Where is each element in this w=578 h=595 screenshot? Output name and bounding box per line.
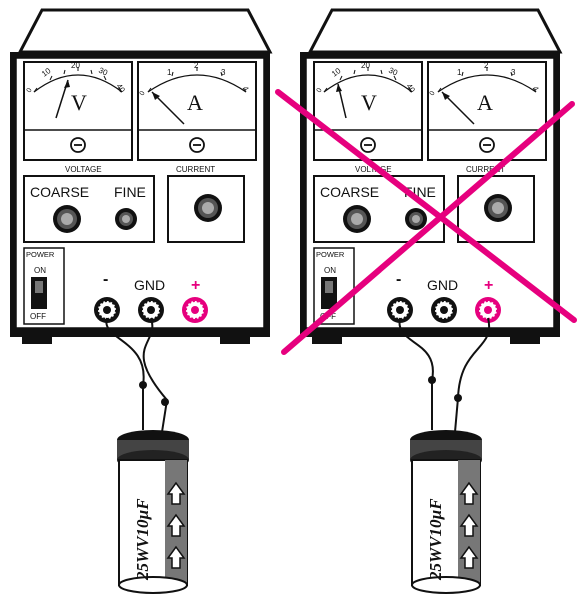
- minus-circle-icon[interactable]: [190, 138, 204, 152]
- on-label: ON: [324, 266, 336, 275]
- positive-terminal[interactable]: [182, 297, 208, 323]
- coarse-label: COARSE: [30, 184, 89, 200]
- fine-label: FINE: [114, 184, 146, 200]
- power-supply-incorrect: 0 10 20 30 40 V 0: [278, 10, 574, 593]
- ammeter-tick-label: 1: [167, 68, 172, 77]
- capacitor: 25WV10µF: [410, 430, 482, 593]
- positive-terminal-label: +: [484, 277, 493, 294]
- voltmeter-unit: V: [361, 90, 377, 115]
- ammeter-tick-label: 3: [511, 68, 516, 77]
- capacitor: 25WV10µF: [117, 430, 189, 593]
- voltmeter: 0 10 20 30 40 V: [24, 61, 132, 160]
- power-label: POWER: [316, 250, 345, 259]
- voltmeter-tick-label: 20: [361, 61, 370, 70]
- foot-left: [312, 337, 342, 344]
- voltmeter-unit: V: [71, 90, 87, 115]
- negative-terminal-label: -: [396, 271, 401, 288]
- ammeter-tick-label: 3: [221, 68, 226, 77]
- voltage-label: VOLTAGE: [65, 165, 102, 174]
- cabinet-top: [310, 10, 560, 52]
- minus-circle-icon[interactable]: [480, 138, 494, 152]
- power-supply-correct: 0 10 20 30 40 V 0: [10, 10, 270, 593]
- power-label: POWER: [26, 250, 55, 259]
- capacitor-label: 25WV10µF: [133, 498, 152, 581]
- ammeter-unit: A: [187, 90, 203, 115]
- minus-circle-icon[interactable]: [361, 138, 375, 152]
- positive-terminal-label: +: [191, 277, 200, 294]
- gnd-terminal-label: GND: [134, 277, 165, 293]
- off-label: OFF: [30, 312, 46, 321]
- negative-terminal-label: -: [103, 271, 108, 288]
- on-label: ON: [34, 266, 46, 275]
- foot-left: [22, 337, 52, 344]
- fine-knob[interactable]: [405, 208, 427, 230]
- ammeter: 0 1 2 3 4 A: [138, 61, 256, 160]
- voltmeter: 0 10 20 30 40 V: [314, 61, 422, 160]
- capacitor-label: 25WV10µF: [426, 498, 445, 581]
- current-label: CURRENT: [176, 165, 215, 174]
- minus-circle-icon[interactable]: [71, 138, 85, 152]
- coarse-label: COARSE: [320, 184, 379, 200]
- cabinet-top: [20, 10, 270, 52]
- voltmeter-tick-label: 20: [71, 61, 80, 70]
- coarse-knob[interactable]: [53, 205, 81, 233]
- ammeter-tick-label: 1: [457, 68, 462, 77]
- power-switch-panel: POWER ON OFF: [24, 248, 64, 324]
- ammeter-tick-label: 2: [194, 61, 199, 70]
- ammeter-tick-label: 2: [484, 61, 489, 70]
- coarse-knob[interactable]: [343, 205, 371, 233]
- foot-right: [510, 337, 540, 344]
- current-knob[interactable]: [194, 194, 222, 222]
- fine-knob[interactable]: [115, 208, 137, 230]
- gnd-terminal[interactable]: [431, 297, 457, 323]
- ammeter-unit: A: [477, 90, 493, 115]
- gnd-terminal-label: GND: [427, 277, 458, 293]
- foot-right: [220, 337, 250, 344]
- current-knob[interactable]: [484, 194, 512, 222]
